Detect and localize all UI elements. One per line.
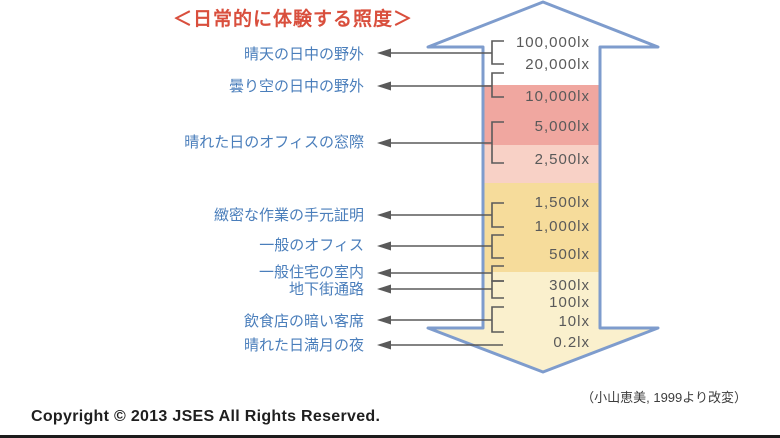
pointer-lines: [389, 52, 503, 346]
bottom-edge-bar: [0, 435, 780, 438]
band-light-pink: [483, 145, 600, 183]
arrowhead-icon: [377, 81, 391, 91]
label-office-window: 晴れた日のオフィスの窓際: [184, 134, 364, 151]
label-sunny-outdoors: 晴天の日中の野外: [243, 46, 364, 63]
label-home-interior: 一般住宅の室内: [258, 264, 364, 281]
lux-value-500: 500lx: [549, 246, 590, 263]
arrowhead-icon: [377, 284, 391, 294]
arrowhead-icon: [377, 268, 391, 278]
lux-value-100000: 100,000lx: [515, 34, 590, 51]
band-light-yellow-arrowhead: [428, 328, 658, 372]
pointer-arrowheads: [377, 48, 391, 350]
arrowhead-icon: [377, 138, 391, 148]
lux-value-0-2: 0.2lx: [553, 334, 590, 351]
lux-value-1000: 1,000lx: [534, 218, 590, 235]
lux-value-1500: 1,500lx: [534, 194, 590, 211]
arrowhead-icon: [377, 210, 391, 220]
band-dark-pink: [483, 85, 600, 145]
up-down-arrow-outline: [426, 0, 660, 374]
arrowhead-icon: [377, 241, 391, 251]
lux-value-300: 300lx: [549, 277, 590, 294]
label-general-office: 一般のオフィス: [259, 237, 364, 254]
source-credit: （小山恵美, 1999より改変）: [581, 390, 747, 405]
lux-value-20000: 20,000lx: [525, 56, 590, 73]
lux-value-10: 10lx: [558, 313, 590, 330]
band-white: [483, 47, 600, 85]
arrowhead-icon: [377, 48, 391, 58]
arrowhead-icon: [377, 315, 391, 325]
bracket-20000-10000: [491, 72, 504, 98]
arrowhead-icon: [377, 340, 391, 350]
lux-value-5000: 5,000lx: [534, 118, 590, 135]
lux-value-10000: 10,000lx: [525, 88, 590, 105]
lux-value-2500: 2,500lx: [534, 151, 590, 168]
label-dim-restaurant: 飲食店の暗い客席: [243, 313, 364, 330]
page-title: ＜日常的に体験する照度＞: [172, 9, 413, 30]
illuminance-bands: [428, 47, 658, 372]
label-cloudy-outdoors: 曇り空の日中の野外: [228, 78, 364, 95]
label-underground-passage: 地下街通路: [288, 281, 364, 298]
copyright-notice: Copyright © 2013 JSES All Rights Reserve…: [31, 408, 381, 425]
label-full-moon-night: 晴れた日満月の夜: [243, 337, 364, 354]
label-detailed-work: 緻密な作業の手元証明: [213, 207, 364, 224]
lux-value-100: 100lx: [549, 294, 590, 311]
